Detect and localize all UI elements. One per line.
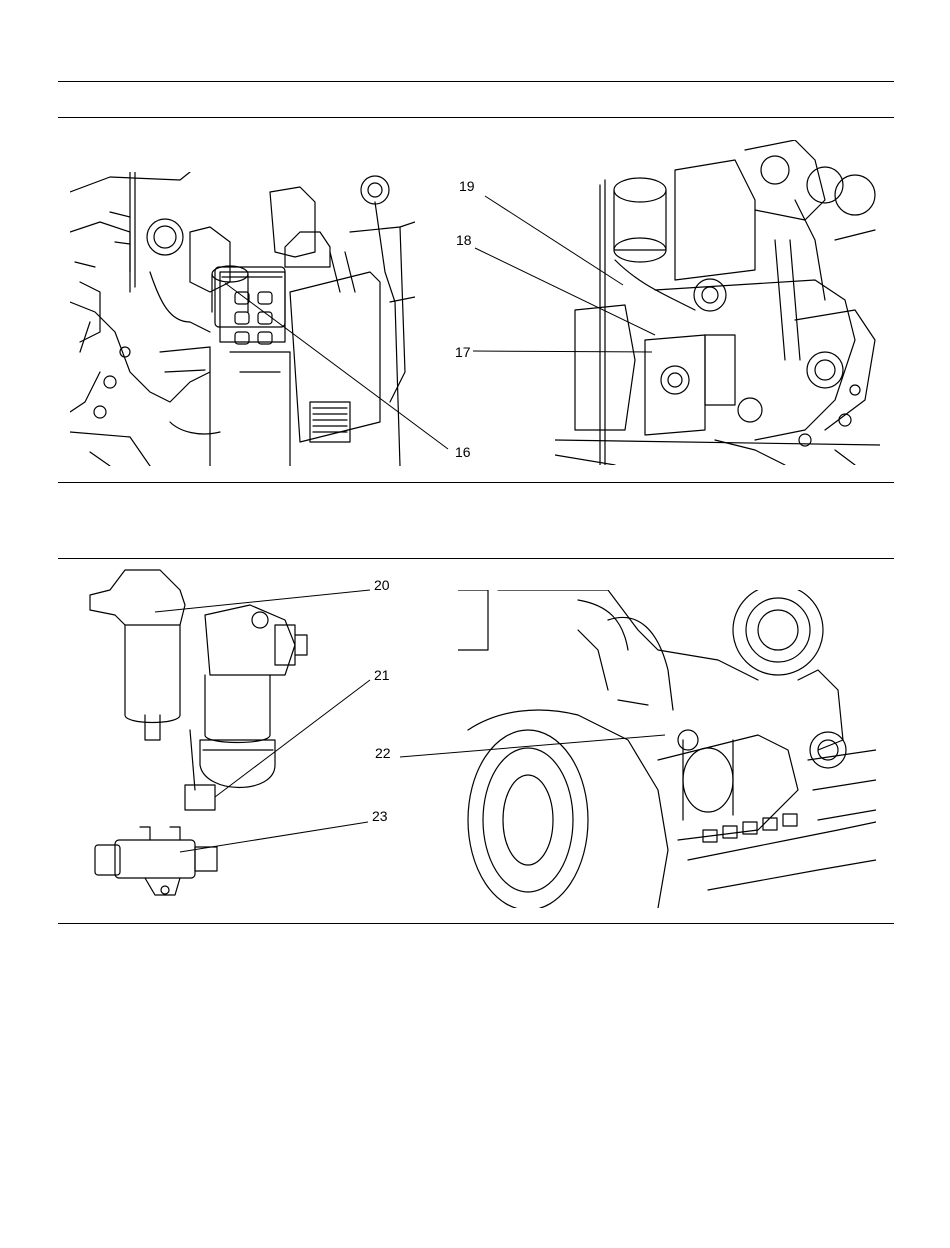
callout-16: 16 xyxy=(455,444,471,460)
section-header-rule xyxy=(58,558,894,559)
callout-21: 21 xyxy=(374,667,390,683)
bottom-rule xyxy=(58,923,894,924)
callout-17: 17 xyxy=(455,344,471,360)
callout-20: 20 xyxy=(374,577,390,593)
section-divider-rule xyxy=(58,482,894,483)
engine-left-illustration xyxy=(70,172,415,466)
top-rule xyxy=(58,81,894,82)
fuel-filter-illustration xyxy=(85,565,310,900)
callout-19: 19 xyxy=(459,178,475,194)
engine-starter-illustration xyxy=(458,590,876,908)
callout-18: 18 xyxy=(456,232,472,248)
callout-22: 22 xyxy=(375,745,391,761)
engine-right-illustration xyxy=(555,140,880,465)
header-rule xyxy=(58,117,894,118)
callout-23: 23 xyxy=(372,808,388,824)
